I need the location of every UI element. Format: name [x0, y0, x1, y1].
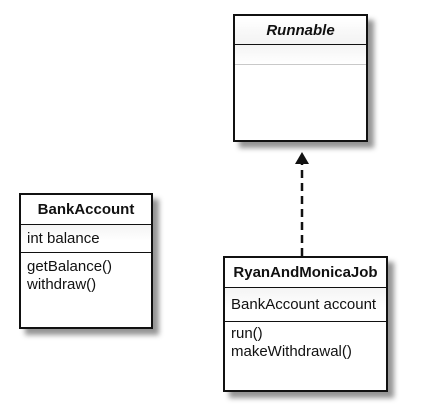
- class-ryanandmonicajob-attributes: BankAccount account: [225, 288, 386, 322]
- method-getbalance: getBalance(): [27, 258, 113, 275]
- class-runnable-name: Runnable: [266, 21, 335, 39]
- attribute-balance: int balance: [27, 230, 100, 247]
- class-bankaccount-name: BankAccount: [37, 201, 135, 218]
- method-makewithdrawal: makeWithdrawal(): [231, 343, 352, 360]
- class-bankaccount-attributes: int balance: [21, 225, 151, 253]
- class-bankaccount-header: BankAccount: [21, 195, 151, 225]
- class-runnable[interactable]: Runnable: [233, 14, 368, 142]
- class-runnable-attributes: [235, 45, 366, 65]
- attribute-account: BankAccount account: [231, 296, 377, 313]
- class-runnable-methods: [235, 65, 366, 140]
- class-runnable-header: Runnable: [235, 16, 366, 45]
- class-bankaccount-methods: getBalance() withdraw(): [21, 253, 151, 296]
- class-ryanandmonicajob-name: RyanAndMonicaJob: [233, 264, 378, 281]
- method-run: run(): [231, 325, 263, 342]
- realization-arrowhead-icon: [295, 152, 309, 164]
- class-ryanandmonicajob-header: RyanAndMonicaJob: [225, 258, 386, 288]
- class-ryanandmonicajob[interactable]: RyanAndMonicaJob BankAccount account run…: [223, 256, 388, 392]
- class-bankaccount[interactable]: BankAccount int balance getBalance() wit…: [19, 193, 153, 329]
- class-ryanandmonicajob-methods: run() makeWithdrawal(): [225, 322, 386, 363]
- method-withdraw: withdraw(): [27, 276, 97, 293]
